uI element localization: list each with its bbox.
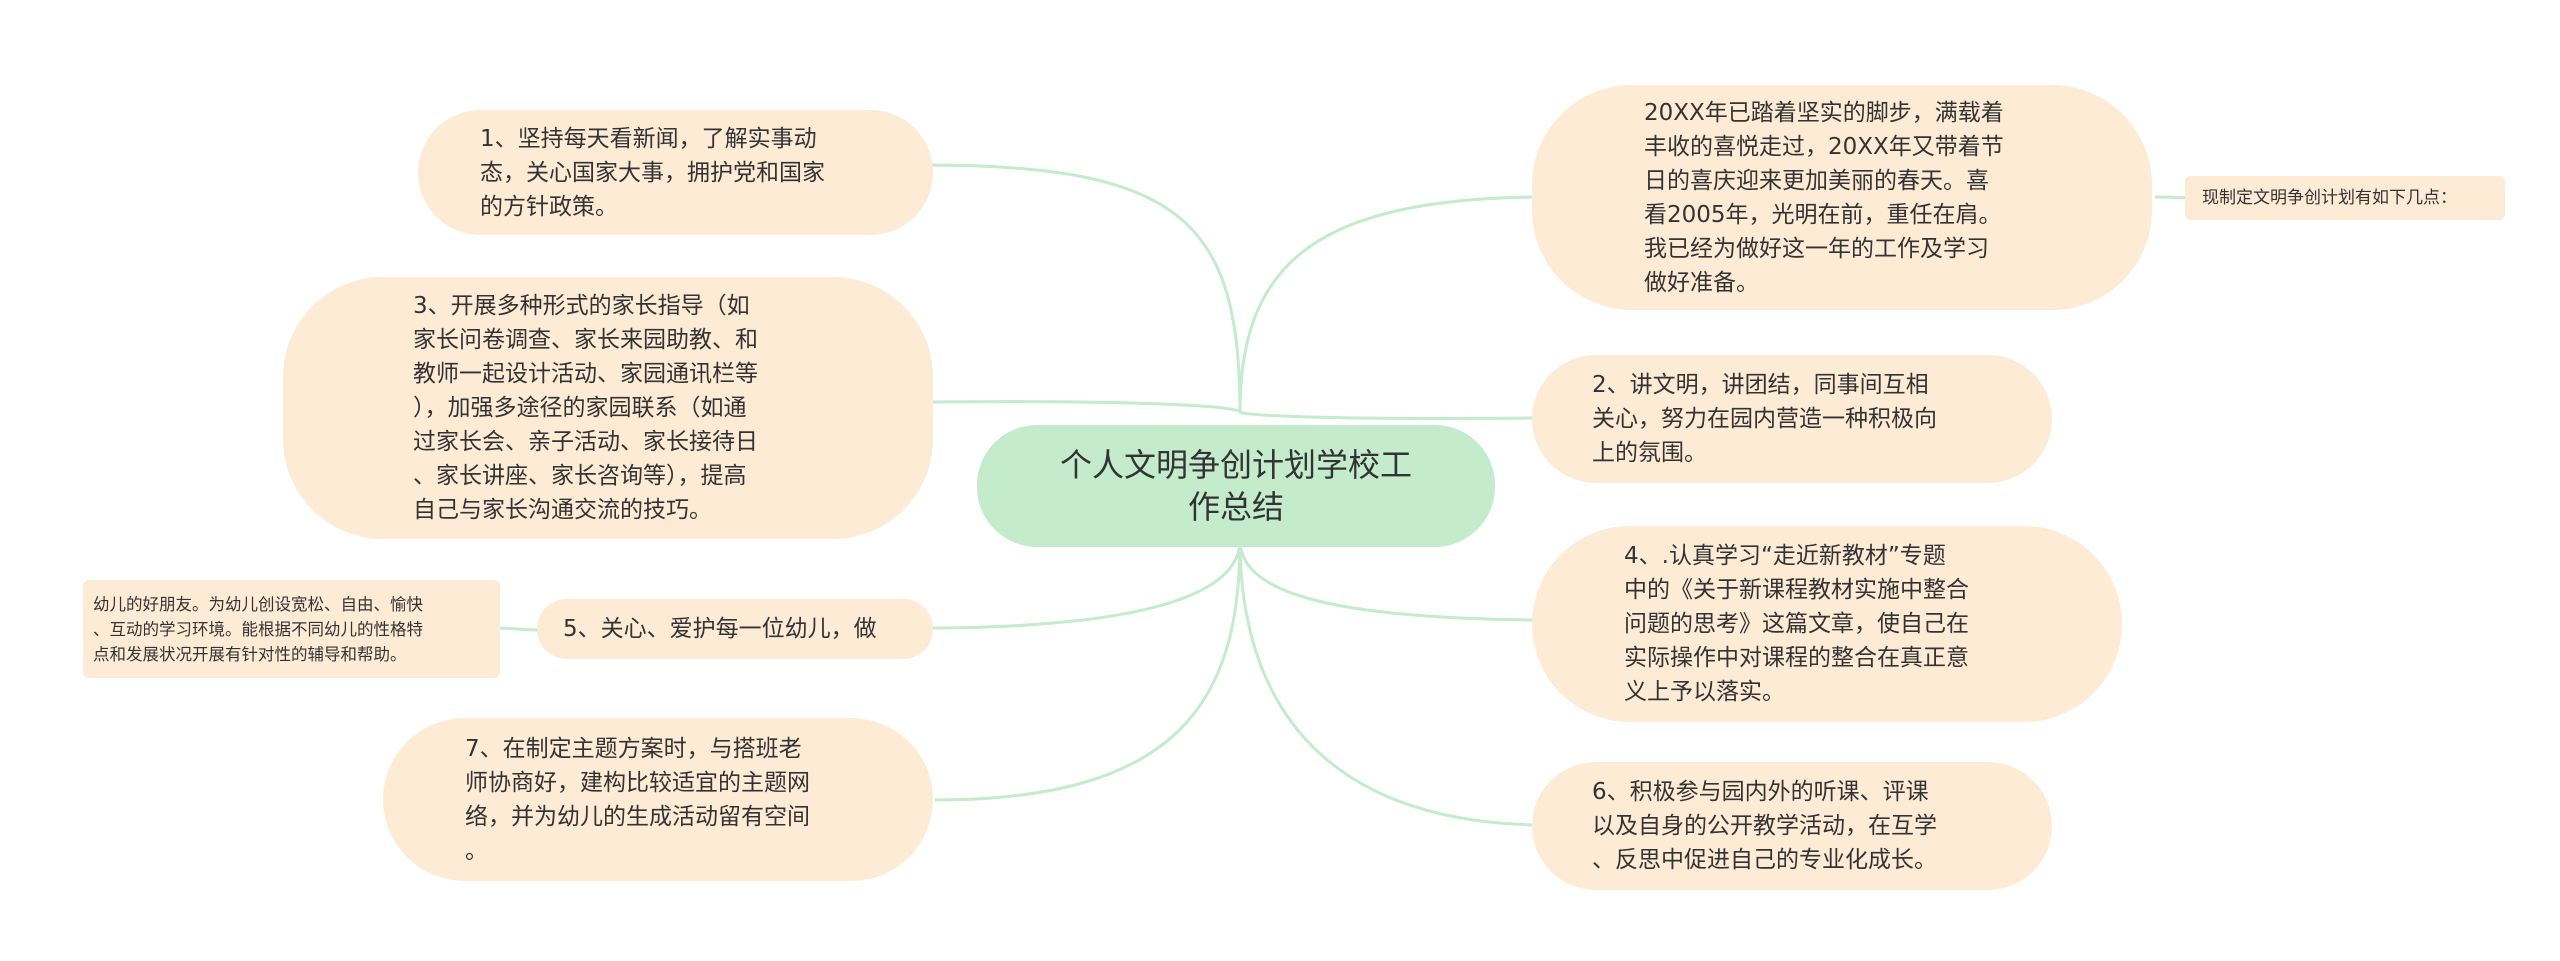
topic-6-label: 6、积极参与园内外的听课、评课 以及自身的公开教学活动，在互学 、反思中促进自己…	[1592, 779, 1937, 873]
topic-5-label: 5、关心、爱护每一位幼儿，做	[563, 616, 877, 642]
topic-1[interactable]: 1、坚持每天看新闻，了解实事动 态，关心国家大事，拥护党和国家 的方针政策。	[418, 110, 933, 235]
connector-line	[1238, 410, 1533, 420]
topic-7-label: 7、在制定主题方案时，与搭班老 师协商好，建构比较适宜的主题网 络，并为幼儿的生…	[465, 735, 810, 864]
topic-2-label: 2、讲文明，讲团结，同事间互相 关心，努力在园内营造一种积极向 上的氛围。	[1592, 372, 1937, 466]
connector-line	[499, 626, 541, 632]
central-topic-label: 个人文明争创计划学校工 作总结	[1059, 446, 1412, 526]
topic-5-detail[interactable]: 幼儿的好朋友。为幼儿创设宽松、自由、愉快 、互动的学习环境。能根据不同幼儿的性格…	[83, 580, 500, 678]
connector-line	[1238, 195, 1536, 413]
topic-4-label: 4、.认真学习“走近新教材”专题 中的《关于新课程教材实施中整合 问题的思考》这…	[1624, 543, 1969, 705]
intro-topic-label: 20XX年已踏着坚实的脚步，满载着 丰收的喜悦走过，20XX年又带着节 日的喜庆…	[1644, 99, 2004, 296]
topic-4[interactable]: 4、.认真学习“走近新教材”专题 中的《关于新课程教材实施中整合 问题的思考》这…	[1532, 526, 2122, 722]
connector-line	[929, 539, 1242, 630]
topic-3[interactable]: 3、开展多种形式的家长指导（如 家长问卷调查、家长来园助教、和 教师一起设计活动…	[283, 277, 933, 539]
topic-6[interactable]: 6、积极参与园内外的听课、评课 以及自身的公开教学活动，在互学 、反思中促进自己…	[1532, 762, 2052, 890]
topic-3-label: 3、开展多种形式的家长指导（如 家长问卷调查、家长来园助教、和 教师一起设计活动…	[413, 293, 758, 523]
topic-7[interactable]: 7、在制定主题方案时，与搭班老 师协商好，建构比较适宜的主题网 络，并为幼儿的生…	[383, 718, 933, 881]
connector-line	[934, 539, 1242, 802]
central-topic[interactable]: 个人文明争创计划学校工 作总结	[977, 425, 1495, 547]
connector-line	[1238, 539, 1536, 622]
intro-detail[interactable]: 现制定文明争创计划有如下几点：	[2185, 176, 2505, 220]
intro-topic[interactable]: 20XX年已踏着坚实的脚步，满载着 丰收的喜悦走过，20XX年又带着节 日的喜庆…	[1532, 85, 2152, 310]
connector-line	[1238, 539, 1536, 827]
topic-2[interactable]: 2、讲文明，讲团结，同事间互相 关心，努力在园内营造一种积极向 上的氛围。	[1532, 355, 2052, 483]
intro-detail-label: 现制定文明争创计划有如下几点：	[2202, 187, 2457, 208]
connector-line	[924, 163, 1242, 413]
topic-5[interactable]: 5、关心、爱护每一位幼儿，做	[537, 599, 933, 659]
connector-line	[929, 400, 1242, 414]
topic-5-detail-label: 幼儿的好朋友。为幼儿创设宽松、自由、愉快 、互动的学习环境。能根据不同幼儿的性格…	[93, 594, 423, 664]
topic-1-label: 1、坚持每天看新闻，了解实事动 态，关心国家大事，拥护党和国家 的方针政策。	[480, 125, 825, 220]
